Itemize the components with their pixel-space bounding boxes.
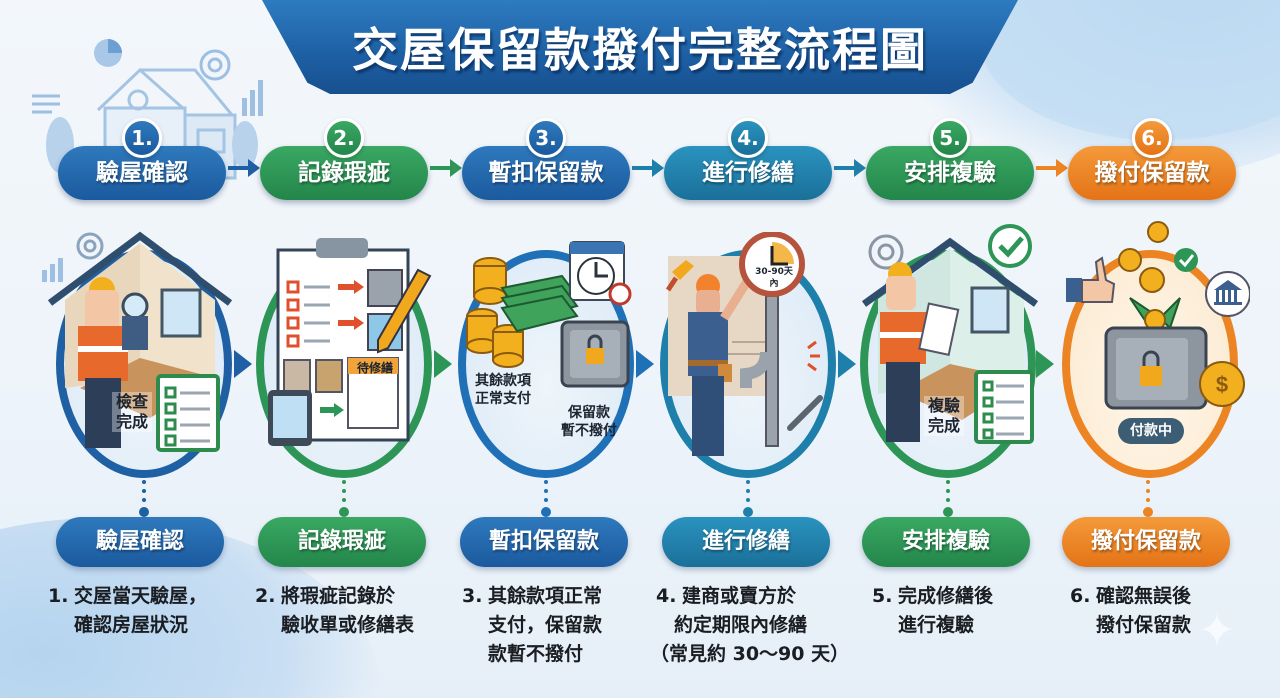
step-number-badge: 3. xyxy=(526,118,566,158)
illustration-label-inspection-complete: 檢查完成 xyxy=(112,392,152,432)
sparkle-icon: ✦ xyxy=(1197,603,1237,657)
step-6-description: 6.確認無誤後 撥付保留款 xyxy=(1070,585,1192,636)
step-2-description: 2.將瑕疵記錄於 驗收單或修繕表 xyxy=(255,585,415,636)
step-4-label-pill: 進行修繕 xyxy=(662,517,830,567)
step-number-badge: 6. xyxy=(1132,118,1172,158)
svg-text:$: $ xyxy=(1216,372,1228,397)
step-3-label-pill: 暫扣保留款 xyxy=(460,517,628,567)
step-1-label-pill: 驗屋確認 xyxy=(56,517,224,567)
repair-worker-icon xyxy=(665,232,823,456)
dotted-connector xyxy=(1143,480,1153,520)
inspector-house-icon xyxy=(42,231,233,452)
step-number-badge: 5. xyxy=(930,118,970,158)
step-4-description: 4.建商或賣方於 約定期限內修繕 （常見約 30～90 天） xyxy=(650,585,850,665)
arrow-right-icon xyxy=(834,159,866,177)
step-3-header: 3. 暫扣保留款 xyxy=(462,118,630,202)
arrow-right-icon xyxy=(228,159,260,177)
step-6-header: 6. 撥付保留款 xyxy=(1068,118,1236,202)
illustration-label-pending-repair: 待修繕 xyxy=(356,361,393,375)
arrow-right-icon xyxy=(838,350,856,378)
dotted-connector xyxy=(743,480,753,520)
step-2-header: 2. 記錄瑕疵 xyxy=(260,118,428,202)
arrow-right-icon xyxy=(632,159,664,177)
step-6-label-pill: 撥付保留款 xyxy=(1062,517,1230,567)
step-5-header: 5. 安排複驗 xyxy=(866,118,1034,202)
page-title: 交屋保留款撥付完整流程圖 xyxy=(352,23,928,77)
dotted-connector xyxy=(943,480,953,520)
arrow-right-icon xyxy=(1036,159,1068,177)
step-4-header: 4. 進行修繕 xyxy=(664,118,832,202)
illustration-label-other-payments: 其餘款項正常支付 xyxy=(475,373,531,407)
step-5-label-pill: 安排複驗 xyxy=(862,517,1030,567)
arrow-right-icon xyxy=(636,350,654,378)
step-1-description: 1.交屋當天驗屋， 確認房屋狀況 xyxy=(48,585,208,636)
arrow-right-icon xyxy=(1036,350,1054,378)
dotted-connector xyxy=(339,480,349,520)
arrow-right-icon xyxy=(434,350,452,378)
step-title-pill: 驗屋確認 xyxy=(58,146,226,200)
reinspection-house-icon xyxy=(861,224,1039,444)
step-number-badge: 2. xyxy=(324,118,364,158)
illustration-label-retention-withheld: 保留款暫不撥付 xyxy=(561,405,617,439)
step-number-badge: 4. xyxy=(728,118,768,158)
step-1-header: 1. 驗屋確認 xyxy=(58,118,226,202)
money-safe-icon xyxy=(466,241,632,388)
payout-safe-icon: $ xyxy=(1066,221,1250,410)
title-banner xyxy=(262,0,1018,94)
illustration-label-timeframe: 30-90天內 xyxy=(755,267,793,289)
arrow-right-icon xyxy=(430,159,462,177)
step-5-description: 5.完成修繕後 進行複驗 xyxy=(872,585,994,636)
dotted-connector xyxy=(139,480,149,520)
status-badge-paying: 付款中 xyxy=(1118,418,1184,444)
illustration-label-reinspection-complete: 複驗完成 xyxy=(924,396,964,436)
defect-checklist-icon xyxy=(268,238,432,446)
step-3-description: 3.其餘款項正常 支付，保留款 款暫不撥付 xyxy=(462,585,603,665)
step-number-badge: 1. xyxy=(122,118,162,158)
dotted-connector xyxy=(541,480,551,520)
arrow-right-icon xyxy=(234,350,252,378)
step-2-label-pill: 記錄瑕疵 xyxy=(258,517,426,567)
decorative-house-icon xyxy=(32,39,263,180)
